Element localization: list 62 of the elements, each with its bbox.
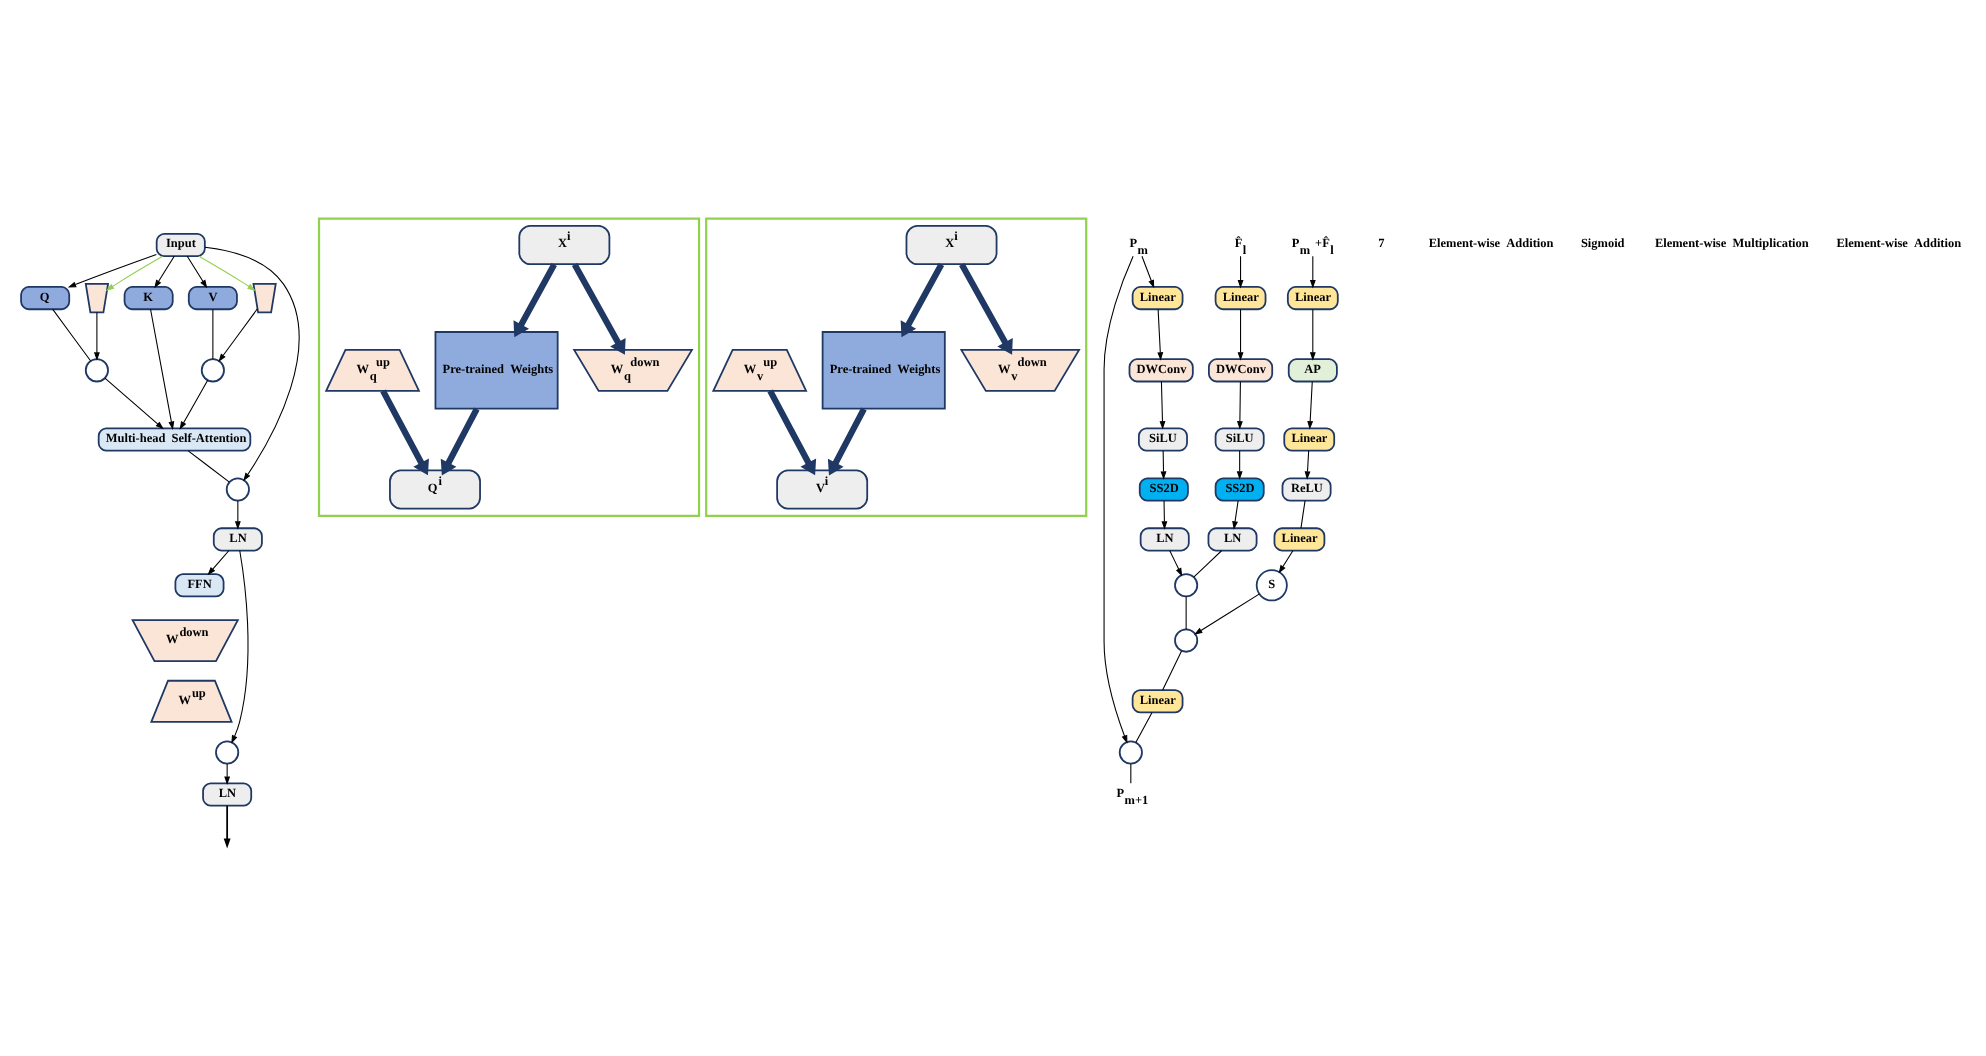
connector	[1162, 649, 1183, 690]
arrow	[440, 406, 480, 475]
connector	[1135, 711, 1153, 743]
arrow	[1237, 307, 1244, 360]
node-circle	[1174, 627, 1199, 652]
node-circle	[225, 476, 250, 501]
node-hourglass	[252, 281, 277, 313]
arrow	[234, 499, 241, 529]
arrow	[1103, 254, 1134, 743]
arrow	[1309, 254, 1316, 288]
connector	[187, 449, 230, 482]
cluster	[705, 216, 1088, 516]
arrow	[767, 388, 817, 475]
connector	[52, 307, 92, 361]
arrow	[207, 549, 230, 575]
arrow	[1309, 307, 1316, 360]
arrow	[1157, 307, 1164, 360]
arrow	[513, 261, 557, 337]
arrow	[218, 307, 258, 361]
arrow	[223, 803, 231, 848]
arrow	[900, 261, 945, 337]
connector	[1130, 762, 1132, 783]
connector	[1185, 595, 1187, 629]
connector	[1193, 549, 1223, 577]
arrow	[1304, 449, 1311, 479]
arrow	[150, 307, 175, 429]
arrow	[827, 406, 867, 475]
node-circle	[84, 357, 109, 382]
arrow	[186, 254, 208, 288]
arrow	[93, 311, 100, 360]
arrow	[224, 762, 231, 784]
arrow	[1232, 499, 1239, 529]
arrow	[1141, 254, 1155, 288]
arrow	[67, 252, 157, 287]
arrow	[154, 254, 175, 288]
arrow	[959, 261, 1013, 354]
arrow	[179, 378, 209, 429]
arrow	[198, 254, 256, 290]
arrow	[1169, 549, 1183, 576]
connector	[1300, 499, 1306, 528]
arrow	[204, 245, 300, 481]
arrow	[1237, 254, 1244, 288]
arrow	[1236, 380, 1243, 429]
cluster	[317, 216, 701, 516]
arrow	[1194, 592, 1260, 634]
arrow	[1159, 380, 1166, 429]
arrow	[571, 261, 626, 354]
node-circle	[200, 357, 225, 382]
arrow	[380, 388, 429, 475]
arrow	[1278, 549, 1294, 573]
node-hourglass	[84, 281, 110, 313]
arrow	[1160, 449, 1167, 479]
node-circle	[215, 739, 240, 764]
arrow	[104, 376, 164, 429]
arrow	[105, 254, 164, 290]
arrow	[1307, 380, 1314, 429]
arrow	[231, 549, 249, 743]
connector	[212, 307, 214, 359]
node-circle	[1118, 739, 1143, 764]
arrow	[1236, 449, 1243, 479]
arrow	[1161, 499, 1168, 529]
node-circle	[1174, 572, 1199, 597]
